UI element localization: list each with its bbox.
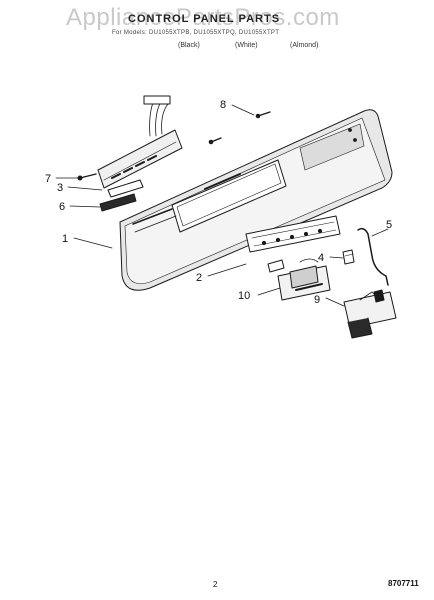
watermark: AppliancePartsPros.com — [66, 4, 340, 31]
part-screws-top — [208, 111, 271, 145]
model-numbers: For Models: DU1055XTPB, DU1055XTPQ, DU10… — [112, 30, 280, 36]
part-control-panel — [119, 109, 393, 291]
document-code: 8707711 — [388, 579, 419, 588]
part-display-cover — [107, 179, 144, 198]
part-keypad — [245, 215, 341, 253]
leader-lines — [55, 104, 389, 307]
variant-black: (Black) — [178, 42, 200, 49]
page-number: 2 — [213, 580, 218, 589]
callout-8: 8 — [220, 99, 226, 111]
variant-almond: (Almond) — [290, 42, 319, 49]
callout-3: 3 — [57, 182, 63, 194]
callout-6: 6 — [59, 201, 65, 213]
part-control-board — [97, 95, 183, 189]
callout-7: 7 — [45, 173, 51, 185]
part-light-pipe — [342, 249, 355, 265]
part-switch-housing — [267, 258, 331, 301]
callout-10: 10 — [238, 290, 250, 302]
part-screw-left — [77, 173, 97, 181]
callout-numbers: 1 2 3 4 5 6 7 8 9 10 — [45, 99, 392, 306]
callout-9: 9 — [314, 294, 320, 306]
part-bracket-strip — [99, 193, 137, 212]
diagram-title: CONTROL PANEL PARTS — [128, 13, 281, 25]
callout-1: 1 — [62, 233, 68, 245]
variant-white: (White) — [235, 42, 258, 49]
callout-2: 2 — [196, 272, 202, 284]
part-latch — [343, 289, 397, 339]
part-wire-rod — [357, 227, 389, 286]
callout-5: 5 — [386, 219, 392, 231]
callout-4: 4 — [318, 252, 324, 264]
